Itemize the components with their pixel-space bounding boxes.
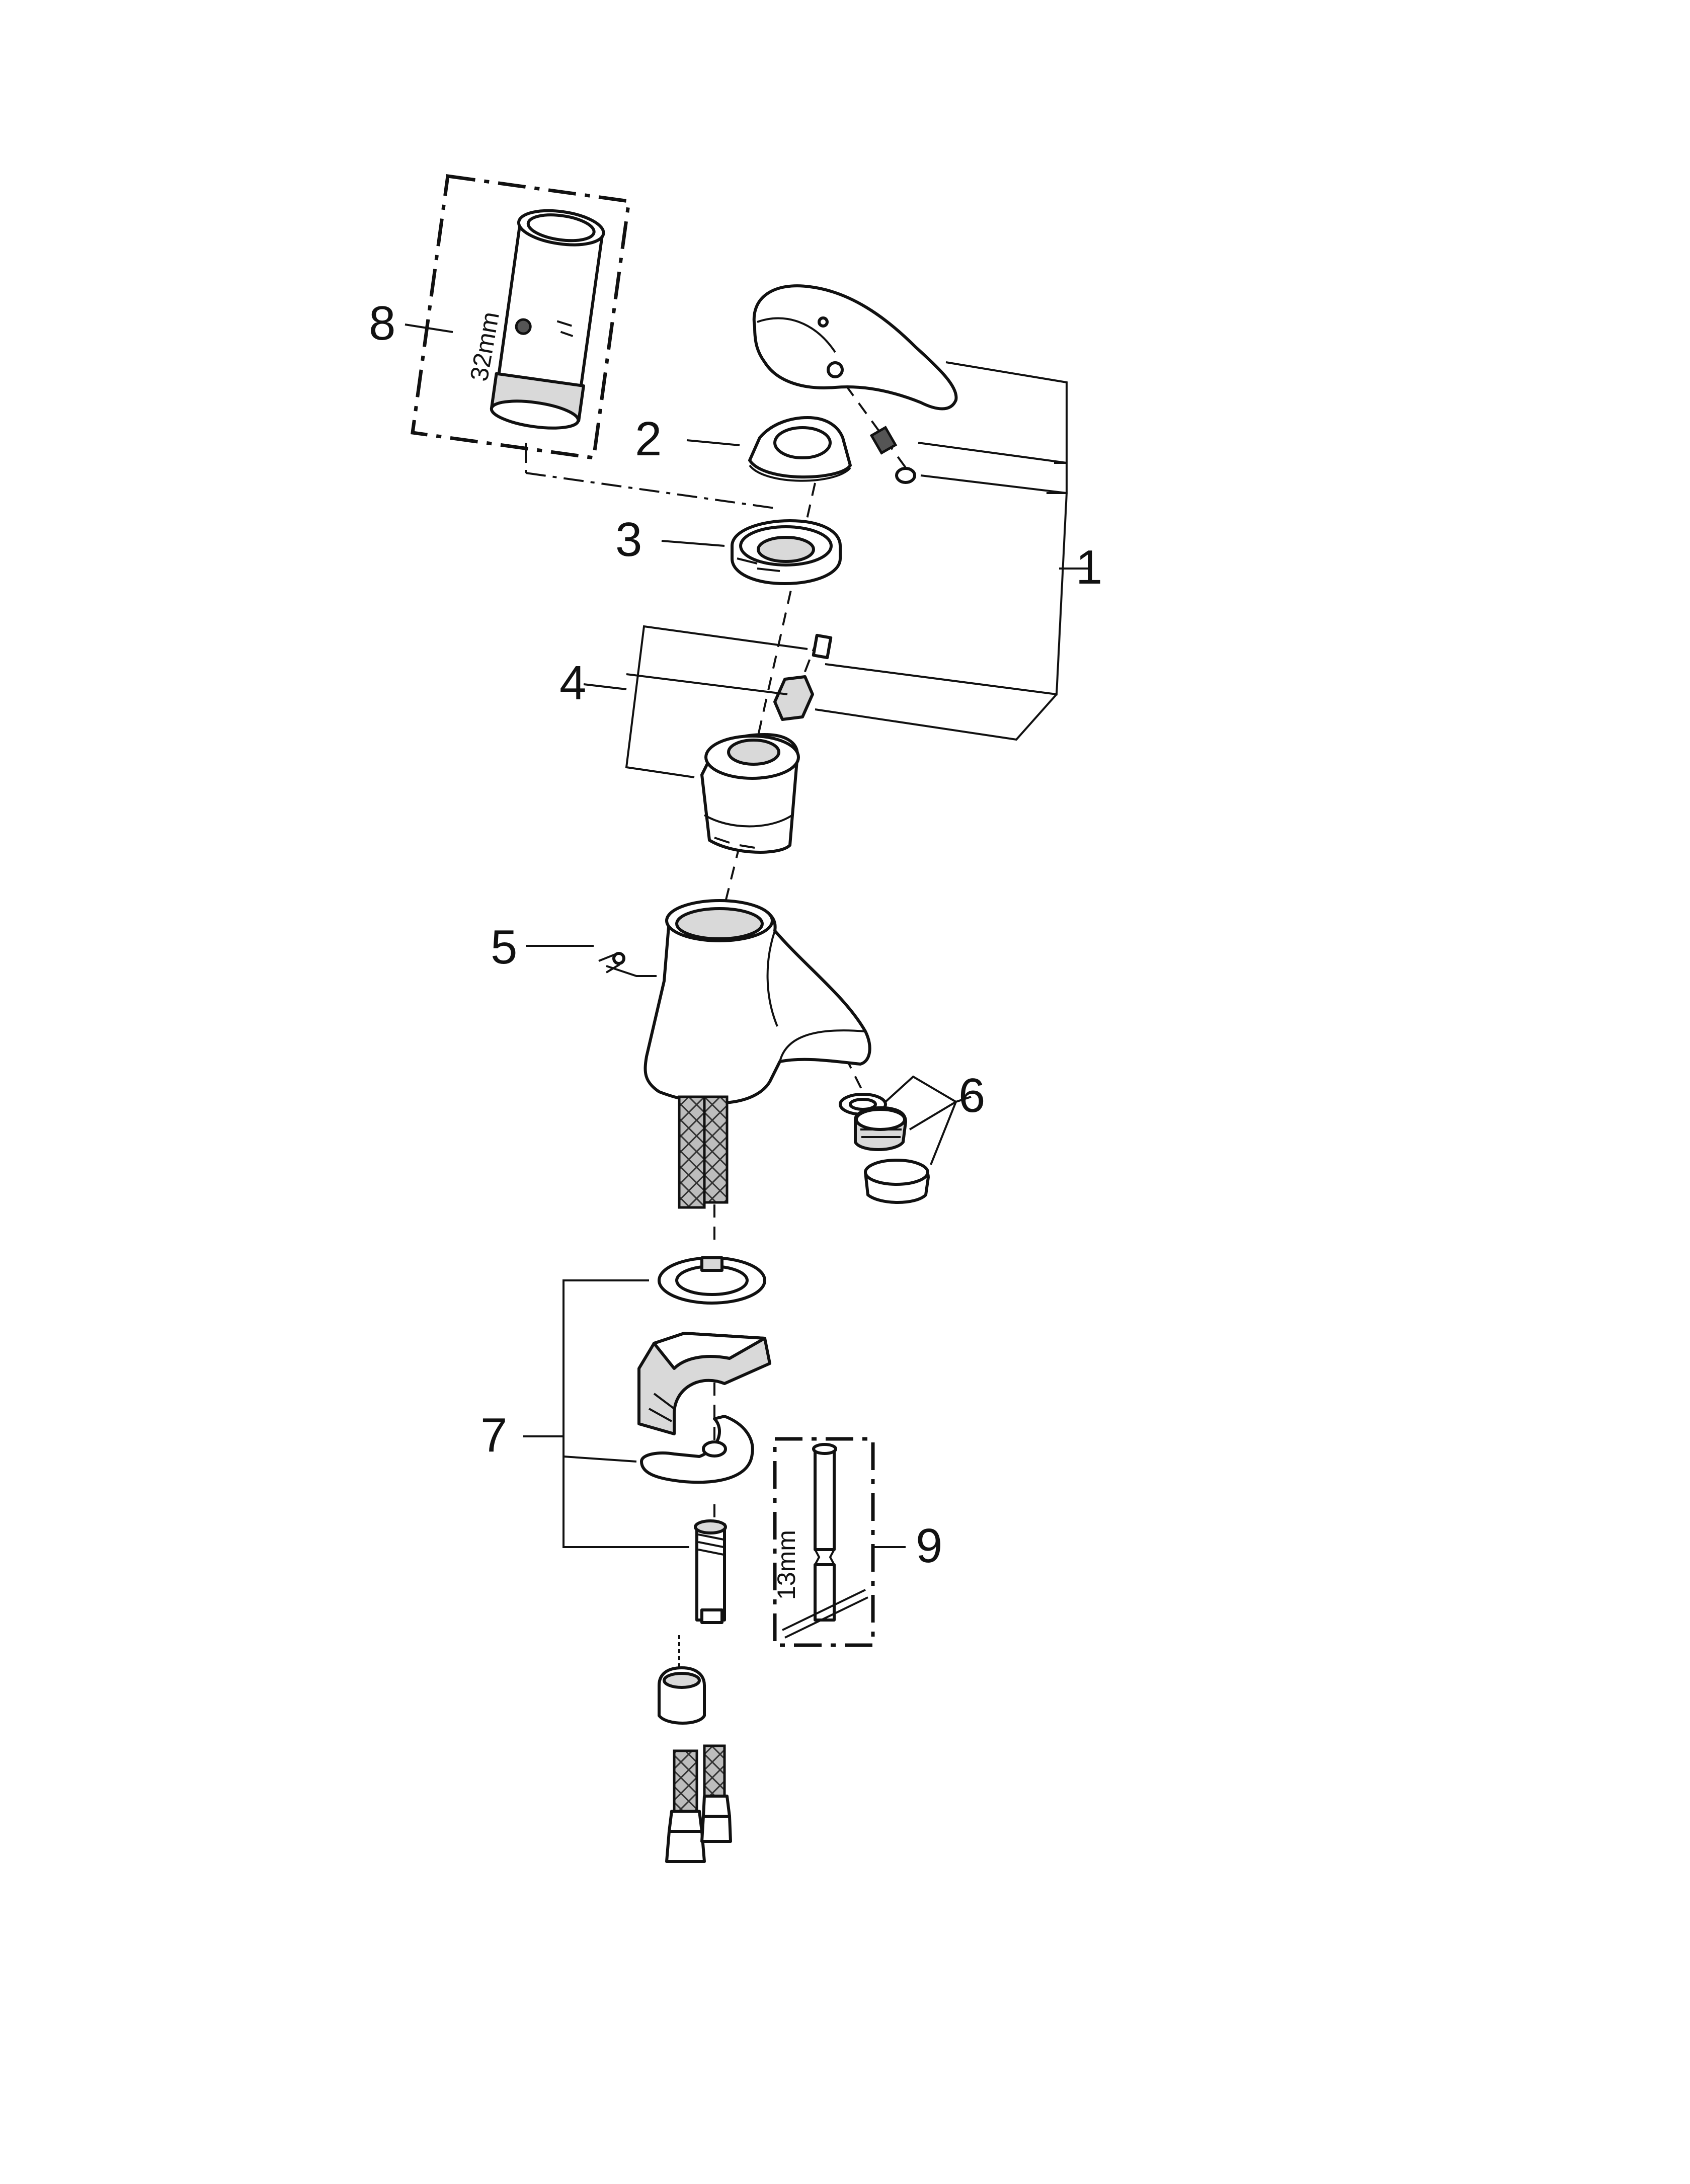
callout-2: 2: [635, 412, 662, 466]
callout-5: 5: [491, 920, 517, 974]
cartridge-nut: [773, 675, 814, 721]
fixing-washer: [658, 1256, 766, 1305]
supply-hose-connectors: [665, 1744, 732, 1863]
pop-up-linkage: [598, 952, 657, 977]
callout-9: 9: [916, 1519, 942, 1573]
clamping-plate: [640, 1415, 754, 1484]
callout-8: 8: [369, 296, 395, 350]
cartridge: [700, 733, 800, 854]
basin-section: [637, 1332, 771, 1435]
tool-8-socket-wrench: 32mm: [411, 174, 631, 460]
threaded-ring: [731, 519, 842, 585]
callout-3: 3: [615, 513, 642, 567]
cover-cap: [748, 416, 852, 482]
cartridge-screw: [812, 633, 833, 660]
tool-9-spanner-key: 13mm: [772, 1437, 875, 1647]
aerator-housing: [864, 1159, 930, 1204]
pop-up-knob: [658, 1635, 706, 1725]
callout-6: 6: [958, 1069, 985, 1122]
callout-1: 1: [1076, 540, 1102, 594]
handle-cap-plug: [895, 467, 916, 484]
handle-grub-screw: [869, 426, 898, 455]
callout-4: 4: [559, 656, 586, 710]
leader-lines: [405, 323, 1089, 1548]
callout-7: 7: [480, 1408, 507, 1462]
aerator-insert: [854, 1106, 907, 1151]
basin-mixer-body: [643, 899, 871, 1105]
dimension-13mm: 13mm: [772, 1530, 800, 1600]
flexible-hoses: [678, 1095, 729, 1209]
lever-handle: [752, 284, 958, 411]
threaded-stud: [694, 1519, 727, 1624]
callout-labels: 1 2 3 4 5 6 7 8 9: [369, 296, 1102, 1573]
